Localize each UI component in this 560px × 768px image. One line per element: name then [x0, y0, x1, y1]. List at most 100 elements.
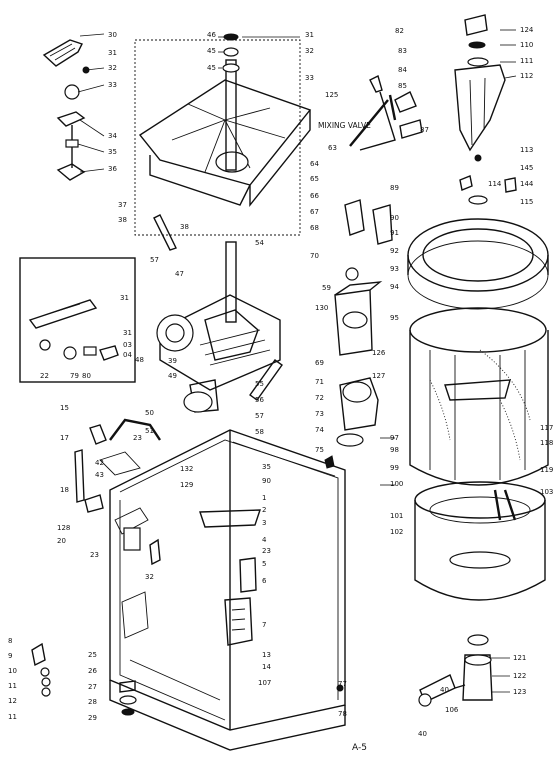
tub-assembly	[407, 218, 549, 601]
svg-text:110: 110	[520, 41, 533, 49]
svg-text:27: 27	[88, 683, 97, 691]
svg-text:36: 36	[108, 165, 117, 173]
svg-text:74: 74	[315, 426, 324, 434]
svg-text:40: 40	[418, 730, 427, 738]
svg-text:23: 23	[90, 551, 99, 559]
svg-text:79: 79	[70, 372, 79, 380]
inset-box	[19, 257, 136, 383]
svg-text:68: 68	[310, 224, 319, 232]
svg-text:32: 32	[145, 573, 154, 581]
svg-text:70: 70	[310, 252, 319, 260]
drain-hoses	[74, 418, 161, 513]
svg-text:113: 113	[520, 146, 533, 154]
svg-text:6: 6	[262, 577, 267, 585]
svg-text:38: 38	[180, 223, 189, 231]
svg-text:95: 95	[390, 314, 399, 322]
svg-text:100: 100	[390, 480, 403, 488]
svg-text:115: 115	[520, 198, 533, 206]
svg-text:64: 64	[310, 160, 319, 168]
svg-text:5: 5	[262, 560, 266, 568]
svg-text:4: 4	[262, 536, 267, 544]
svg-text:55: 55	[255, 380, 264, 388]
svg-text:18: 18	[60, 486, 69, 494]
svg-text:106: 106	[445, 706, 459, 714]
svg-text:54: 54	[255, 239, 264, 247]
svg-text:126: 126	[372, 349, 386, 357]
svg-text:47: 47	[175, 270, 184, 278]
svg-text:31: 31	[120, 294, 129, 302]
svg-text:94: 94	[390, 283, 399, 291]
svg-text:37: 37	[118, 201, 127, 209]
svg-text:3: 3	[262, 519, 266, 527]
agitator	[454, 14, 517, 205]
svg-text:129: 129	[180, 481, 193, 489]
svg-text:114: 114	[488, 180, 502, 188]
svg-text:30: 30	[108, 31, 117, 39]
svg-text:83: 83	[398, 47, 407, 55]
svg-text:26: 26	[88, 667, 97, 675]
svg-text:102: 102	[390, 528, 403, 536]
svg-text:34: 34	[108, 132, 117, 140]
svg-text:51: 51	[145, 427, 154, 435]
svg-text:17: 17	[60, 434, 69, 442]
svg-text:56: 56	[255, 396, 264, 404]
svg-text:99: 99	[390, 464, 399, 472]
svg-text:31: 31	[108, 49, 117, 57]
mixing-valve-label: MIXING VALVE	[318, 121, 371, 130]
svg-text:42: 42	[95, 459, 104, 467]
svg-text:101: 101	[390, 512, 403, 520]
svg-text:84: 84	[398, 66, 407, 74]
svg-text:57: 57	[255, 412, 264, 420]
svg-text:98: 98	[390, 446, 399, 454]
svg-text:2: 2	[262, 506, 266, 514]
svg-text:82: 82	[395, 27, 404, 35]
svg-text:125: 125	[325, 91, 338, 99]
svg-text:32: 32	[305, 47, 314, 55]
svg-text:22: 22	[40, 372, 49, 380]
svg-text:48: 48	[135, 356, 144, 364]
svg-text:77: 77	[338, 680, 347, 688]
svg-text:58: 58	[255, 428, 264, 436]
svg-text:90: 90	[390, 214, 399, 222]
svg-text:13: 13	[262, 651, 271, 659]
svg-text:15: 15	[60, 404, 69, 412]
svg-text:124: 124	[520, 26, 534, 34]
svg-text:91: 91	[390, 229, 399, 237]
svg-text:122: 122	[513, 672, 526, 680]
svg-text:33: 33	[305, 74, 314, 82]
svg-text:72: 72	[315, 394, 324, 402]
svg-text:132: 132	[180, 465, 193, 473]
svg-text:45: 45	[207, 64, 216, 72]
svg-text:107: 107	[258, 679, 271, 687]
svg-text:03: 03	[123, 341, 132, 349]
gearbox-assembly	[153, 214, 283, 413]
svg-text:130: 130	[315, 304, 328, 312]
drain-pump	[418, 634, 493, 707]
svg-text:59: 59	[322, 284, 331, 292]
svg-text:29: 29	[88, 714, 97, 722]
svg-text:1: 1	[262, 494, 266, 502]
svg-text:117: 117	[540, 424, 553, 432]
svg-text:66: 66	[310, 192, 319, 200]
svg-text:04: 04	[123, 351, 132, 359]
svg-text:123: 123	[513, 688, 526, 696]
svg-text:118: 118	[540, 439, 553, 447]
svg-text:128: 128	[57, 524, 70, 532]
svg-text:32: 32	[108, 64, 117, 72]
svg-text:20: 20	[57, 537, 66, 545]
svg-text:7: 7	[262, 621, 266, 629]
svg-text:14: 14	[262, 663, 271, 671]
svg-text:121: 121	[513, 654, 526, 662]
svg-text:78: 78	[338, 710, 347, 718]
svg-text:63: 63	[328, 144, 337, 152]
svg-text:9: 9	[8, 652, 12, 660]
svg-text:89: 89	[390, 184, 399, 192]
leader-lines	[77, 29, 517, 693]
svg-text:49: 49	[168, 372, 177, 380]
svg-text:43: 43	[95, 471, 104, 479]
leveling-feet	[31, 642, 137, 716]
svg-text:111: 111	[520, 57, 533, 65]
svg-text:69: 69	[315, 359, 324, 367]
cabinet	[109, 429, 346, 751]
